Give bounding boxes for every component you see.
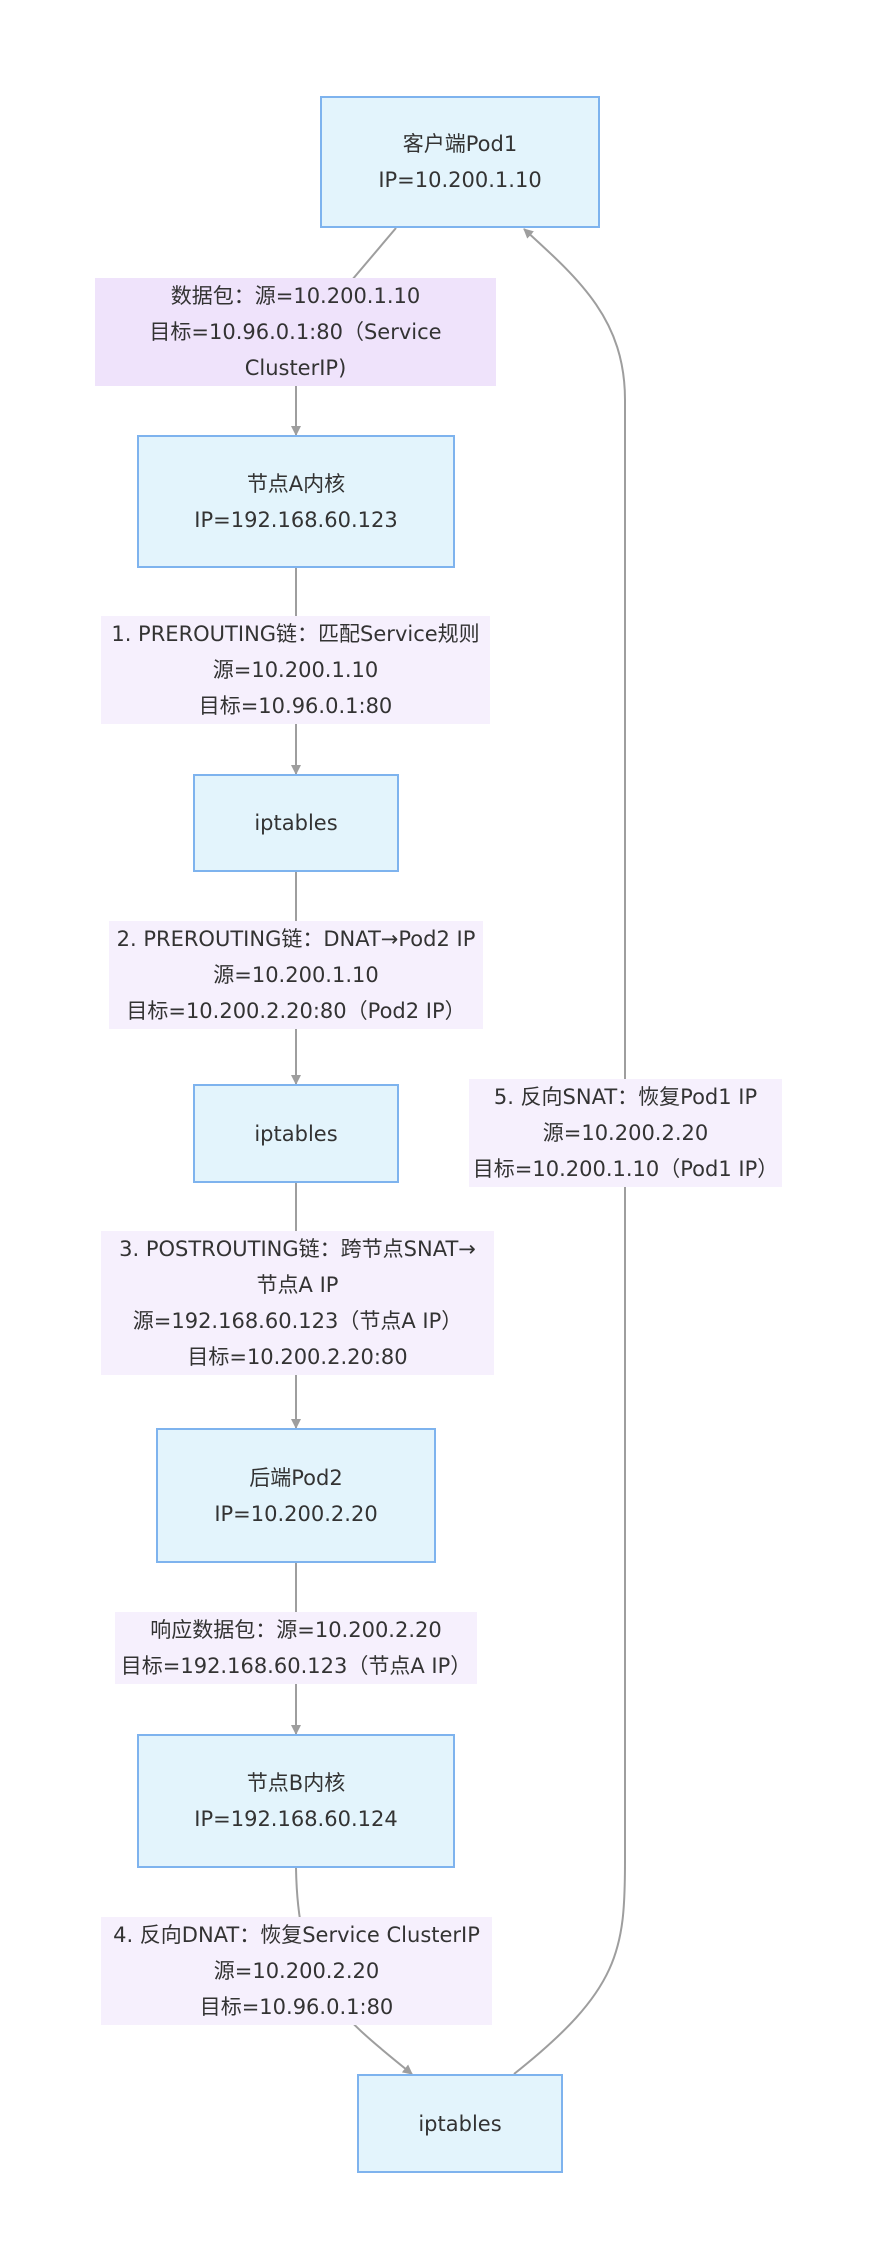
packet-line-2: 目标=10.96.0.1:80（Service xyxy=(149,320,442,344)
iptables-node-1: iptables xyxy=(193,774,399,872)
reverse-snat-line-2: 源=10.200.2.20 xyxy=(542,1121,709,1145)
node-a-name: 节点A内核 xyxy=(246,471,346,496)
backend-pod-node: 后端Pod2 IP=10.200.2.20 xyxy=(156,1428,436,1563)
iptables-node-2: iptables xyxy=(193,1084,399,1183)
edge-label-reverse-snat: 5. 反向SNAT：恢复Pod1 IP 源=10.200.2.20 目标=10.… xyxy=(469,1079,782,1187)
reverse-dnat-line-3: 目标=10.96.0.1:80 xyxy=(199,1995,394,2019)
prerouting-match-line-1: 1. PREROUTING链：匹配Service规则 xyxy=(111,622,480,646)
prerouting-dnat-line-1: 2. PREROUTING链：DNAT→Pod2 IP xyxy=(116,927,476,951)
packet-line-1: 数据包：源=10.200.1.10 xyxy=(170,284,421,308)
packet-line-3: ClusterIP) xyxy=(244,356,347,380)
edge-label-prerouting-dnat: 2. PREROUTING链：DNAT→Pod2 IP 源=10.200.1.1… xyxy=(109,921,483,1029)
prerouting-dnat-line-3: 目标=10.200.2.20:80（Pod2 IP） xyxy=(126,999,466,1023)
client-pod-ip: IP=10.200.1.10 xyxy=(378,168,542,192)
postrouting-snat-line-1: 3. POSTROUTING链：跨节点SNAT→ xyxy=(119,1237,476,1261)
edge-label-postrouting-snat: 3. POSTROUTING链：跨节点SNAT→ 节点A IP 源=192.16… xyxy=(101,1231,494,1375)
prerouting-match-line-3: 目标=10.96.0.1:80 xyxy=(198,694,393,718)
reverse-dnat-line-2: 源=10.200.2.20 xyxy=(213,1959,380,1983)
node-a-kernel: 节点A内核 IP=192.168.60.123 xyxy=(137,435,455,568)
edge-label-packet: 数据包：源=10.200.1.10 目标=10.96.0.1:80（Servic… xyxy=(95,278,496,386)
iptables-1-label: iptables xyxy=(254,811,338,835)
backend-pod-ip: IP=10.200.2.20 xyxy=(214,1501,378,1526)
edge-iptables-3-to-client xyxy=(513,228,626,2075)
node-a-ip: IP=192.168.60.123 xyxy=(194,507,398,532)
client-pod-name: 客户端Pod1 xyxy=(402,132,518,156)
edge-label-reverse-dnat: 4. 反向DNAT：恢复Service ClusterIP 源=10.200.2… xyxy=(101,1917,492,2025)
prerouting-dnat-line-2: 源=10.200.1.10 xyxy=(213,963,379,987)
client-pod-node: 客户端Pod1 IP=10.200.1.10 xyxy=(320,96,600,228)
response-line-1: 响应数据包：源=10.200.2.20 xyxy=(150,1618,442,1642)
reverse-snat-line-3: 目标=10.200.1.10（Pod1 IP） xyxy=(472,1157,779,1181)
iptables-2-label: iptables xyxy=(254,1121,338,1146)
prerouting-match-line-2: 源=10.200.1.10 xyxy=(212,658,379,682)
postrouting-snat-line-3: 源=192.168.60.123（节点A IP） xyxy=(132,1309,463,1333)
node-b-name: 节点B内核 xyxy=(246,1771,346,1795)
backend-pod-name: 后端Pod2 xyxy=(249,1465,343,1490)
response-line-2: 目标=192.168.60.123（节点A IP） xyxy=(120,1654,472,1678)
node-b-ip: IP=192.168.60.124 xyxy=(194,1807,398,1831)
reverse-dnat-line-1: 4. 反向DNAT：恢复Service ClusterIP xyxy=(113,1923,480,1947)
reverse-snat-line-1: 5. 反向SNAT：恢复Pod1 IP xyxy=(493,1085,758,1109)
node-b-kernel: 节点B内核 IP=192.168.60.124 xyxy=(137,1734,455,1868)
postrouting-snat-line-4: 目标=10.200.2.20:80 xyxy=(187,1345,408,1369)
postrouting-snat-line-2: 节点A IP xyxy=(256,1273,339,1297)
iptables-node-3: iptables xyxy=(357,2074,563,2173)
iptables-3-label: iptables xyxy=(418,2111,502,2136)
edge-label-response: 响应数据包：源=10.200.2.20 目标=192.168.60.123（节点… xyxy=(115,1612,477,1684)
edge-label-prerouting-match: 1. PREROUTING链：匹配Service规则 源=10.200.1.10… xyxy=(101,616,490,724)
